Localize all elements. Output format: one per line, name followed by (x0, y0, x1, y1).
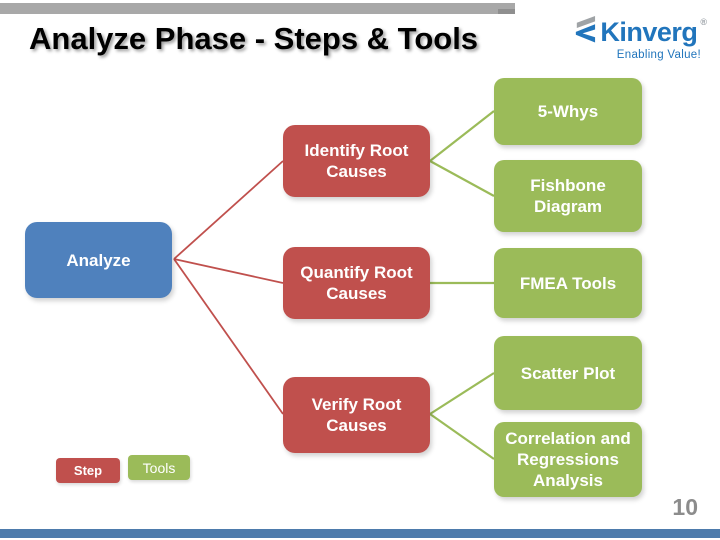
step-connector-lines (173, 160, 284, 415)
line-verify-to-correlation (429, 413, 495, 460)
legend-step-box: Step (56, 458, 120, 483)
kinverg-logo-name: Kinverg (600, 17, 698, 47)
line-verify-to-scatter (429, 372, 495, 415)
tool-box-fishbone-diagram: Fishbone Diagram (494, 160, 642, 232)
logo-tagline: Enabling Value! (616, 49, 701, 61)
kinverg-logo: Kinverg ® Enabling Value! (572, 16, 707, 61)
step-box-verify-root-causes: Verify Root Causes (283, 377, 430, 453)
tool-box-correlation-regressions-analysis: Correlation and Regressions Analysis (494, 422, 642, 497)
tool-box-scatter-plot: Scatter Plot (494, 336, 642, 410)
line-analyze-to-verify (173, 258, 284, 415)
legend-tools-box: Tools (128, 455, 190, 480)
step-box-quantify-root-causes: Quantify Root Causes (283, 247, 430, 319)
page-title: Analyze Phase - Steps & Tools (29, 21, 479, 56)
registered-trademark-icon: ® (700, 17, 707, 27)
bottom-decoration-bar (0, 529, 720, 538)
line-identify-to-5whys (429, 110, 495, 162)
line-analyze-to-quantify (173, 258, 284, 284)
line-identify-to-fishbone (429, 160, 495, 197)
root-box-analyze: Analyze (25, 222, 172, 298)
kinverg-logo-icon (572, 16, 597, 48)
top-decoration-bar (0, 3, 515, 14)
top-decoration-bar-tip (498, 9, 515, 14)
page-number: 10 (672, 494, 698, 520)
step-box-identify-root-causes: Identify Root Causes (283, 125, 430, 197)
line-analyze-to-identify (173, 160, 284, 260)
tool-connector-lines (429, 110, 495, 460)
tool-box-5-whys: 5-Whys (494, 78, 642, 145)
tool-box-fmea-tools: FMEA Tools (494, 248, 642, 318)
